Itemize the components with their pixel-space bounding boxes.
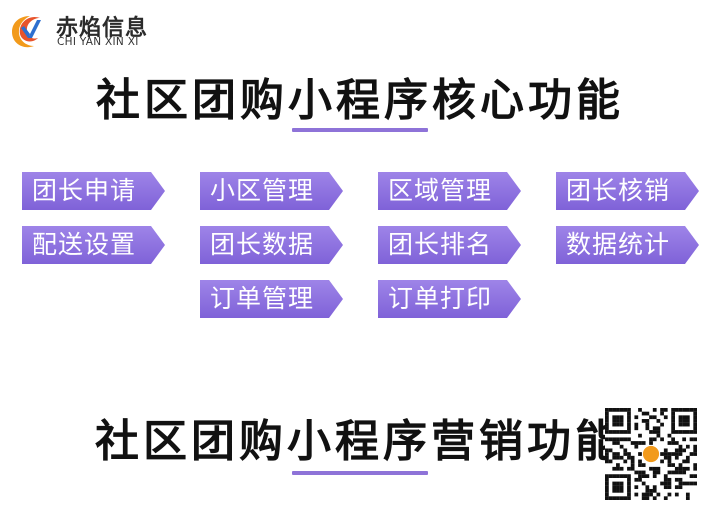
- feature-tag[interactable]: 订单管理: [200, 280, 343, 318]
- feature-label: 区域管理: [388, 176, 493, 205]
- feature-tag[interactable]: 团长申请: [22, 172, 165, 210]
- feature-label: 数据统计: [566, 230, 671, 259]
- qr-code-icon[interactable]: [605, 408, 697, 500]
- logo-flame-icon: [12, 16, 41, 48]
- brand-logo: 赤焰信息 CHI YAN XIN XI: [6, 4, 176, 54]
- feature-label: 订单管理: [210, 284, 315, 313]
- feature-label: 小区管理: [210, 176, 315, 205]
- feature-label: 团长排名: [388, 230, 493, 259]
- feature-tag[interactable]: 配送设置: [22, 226, 165, 264]
- marketing-features-title: 社区团购小程序营销功能: [95, 416, 623, 467]
- feature-label: 团长核销: [566, 176, 671, 205]
- brand-name-cn: 赤焰信息: [56, 16, 149, 41]
- feature-tag[interactable]: 小区管理: [200, 172, 343, 210]
- feature-label: 订单打印: [388, 284, 493, 313]
- feature-label: 团长数据: [210, 230, 315, 259]
- feature-tag[interactable]: 数据统计: [556, 226, 699, 264]
- feature-tag[interactable]: 团长排名: [378, 226, 521, 264]
- feature-tag[interactable]: 区域管理: [378, 172, 521, 210]
- core-features-title: 社区团购小程序核心功能: [96, 75, 624, 126]
- marketing-title-underline: [292, 471, 428, 475]
- feature-tag[interactable]: 订单打印: [378, 280, 521, 318]
- brand-name-en: CHI YAN XIN XI: [57, 36, 139, 48]
- feature-label: 团长申请: [32, 176, 137, 205]
- core-title-underline: [292, 128, 428, 132]
- feature-label: 配送设置: [32, 230, 137, 259]
- feature-tag[interactable]: 团长数据: [200, 226, 343, 264]
- feature-tag[interactable]: 团长核销: [556, 172, 699, 210]
